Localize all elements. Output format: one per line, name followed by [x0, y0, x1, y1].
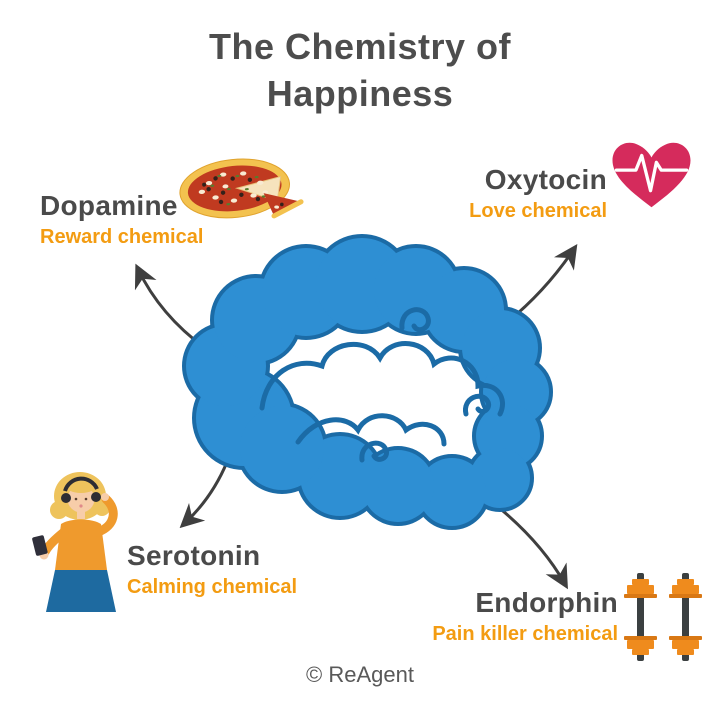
oxytocin-name: Oxytocin: [484, 164, 607, 195]
person-listening-music-icon: [32, 472, 118, 612]
title-line-1: The Chemistry of: [208, 26, 512, 67]
dumbbells-icon: [624, 573, 702, 661]
oxytocin-label-group: Oxytocin Love chemical: [469, 164, 607, 223]
endorphin-tagline: Pain killer chemical: [432, 623, 618, 646]
copyright-text: © ReAgent: [306, 662, 414, 687]
dopamine-name: Dopamine: [40, 190, 178, 221]
endorphin-name: Endorphin: [475, 587, 618, 618]
serotonin-tagline: Calming chemical: [127, 576, 298, 599]
brain-icon: [182, 234, 553, 530]
title-line-2: Happiness: [266, 72, 454, 114]
serotonin-name: Serotonin: [127, 540, 261, 571]
endorphin-label-group: Endorphin Pain killer chemical: [432, 587, 618, 646]
dopamine-tagline: Reward chemical: [40, 226, 204, 249]
heart-pulse-icon: [612, 142, 691, 208]
page-title: The Chemistry of Happiness: [0, 24, 720, 118]
oxytocin-tagline: Love chemical: [469, 200, 607, 223]
pizza-icon: [179, 158, 304, 219]
dopamine-label-group: Dopamine Reward chemical: [40, 190, 203, 249]
serotonin-label-group: Serotonin Calming chemical: [127, 540, 297, 599]
